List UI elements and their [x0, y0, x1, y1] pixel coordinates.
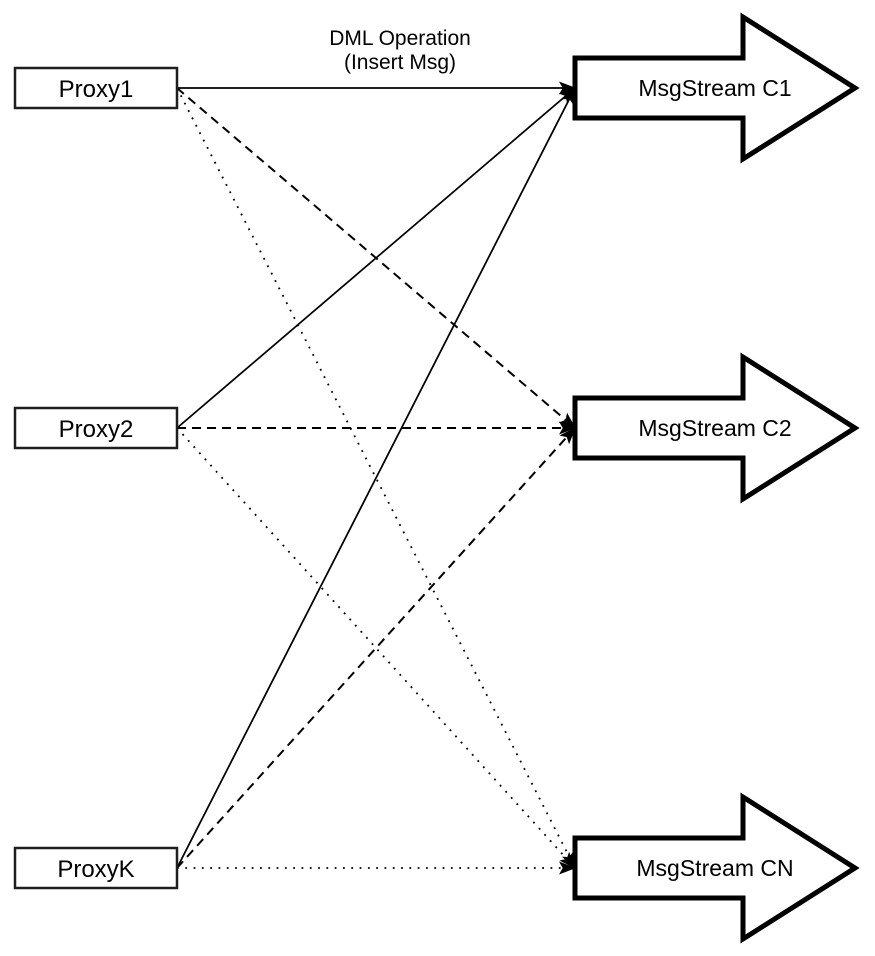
edge-proxyk-msgstream-c1 — [176, 87, 576, 869]
proxyk-box — [13, 846, 179, 890]
proxy1-box — [13, 66, 179, 110]
msgstream-c2-arrow-shape — [572, 352, 860, 504]
msgstream-node-c2: MsgStream C2 — [572, 352, 860, 504]
proxyk-label: ProxyK — [57, 856, 134, 883]
msgstream-node-cn: MsgStream CN — [572, 792, 860, 944]
proxy1-label: Proxy1 — [59, 76, 134, 103]
edge-proxy2-msgstream-cn — [176, 427, 576, 869]
edge-annotation: DML Operation (Insert Msg) — [329, 27, 471, 74]
msgstream-node-c1: MsgStream C1 — [572, 12, 860, 164]
edge-proxyk-msgstream-c2 — [176, 427, 576, 869]
proxy-node-2: Proxy2 — [13, 406, 179, 450]
insert-msg-label: (Insert Msg) — [344, 51, 456, 74]
msgstream-c1-arrow-shape — [572, 12, 860, 164]
proxy2-label: Proxy2 — [59, 416, 134, 443]
msgstream-cn-arrow-shape — [572, 792, 860, 944]
edge-proxy2-msgstream-c1 — [176, 87, 576, 429]
dml-operation-label: DML Operation — [329, 27, 471, 50]
proxy2-box — [13, 406, 179, 450]
proxy-node-k: ProxyK — [13, 846, 179, 890]
msgstream-cn-label: MsgStream CN — [636, 855, 793, 881]
msgstream-c2-label: MsgStream C2 — [638, 415, 791, 441]
edges — [176, 81, 576, 875]
msgstream-c1-label: MsgStream C1 — [638, 75, 791, 101]
proxy-node-1: Proxy1 — [13, 66, 179, 110]
